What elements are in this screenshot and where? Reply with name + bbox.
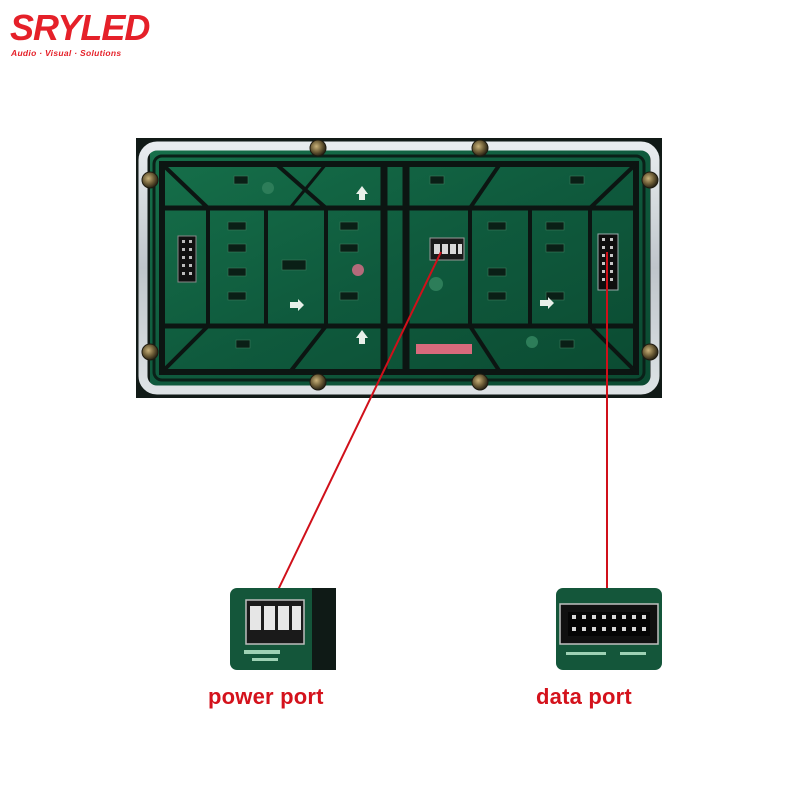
power-callout-line bbox=[277, 251, 442, 591]
plastic-grid bbox=[159, 161, 639, 375]
bezel-ring bbox=[138, 141, 660, 395]
pcb-board bbox=[150, 150, 650, 386]
led-module bbox=[136, 138, 662, 398]
data-port-label: data port bbox=[536, 684, 632, 709]
callout-lines bbox=[277, 251, 608, 591]
direction-arrows bbox=[290, 186, 554, 344]
pcb-label-strip bbox=[416, 344, 472, 354]
data-port-connector bbox=[597, 233, 619, 291]
power-port-inset bbox=[230, 588, 336, 670]
mounting-screws bbox=[141, 139, 659, 391]
power-port-label: power port bbox=[208, 684, 324, 709]
brand-logo: SRYLED Audio · Visual · Solutions bbox=[10, 7, 180, 59]
power-port-terminal bbox=[429, 237, 465, 261]
brand-name: SRYLED bbox=[10, 7, 150, 48]
module-frame bbox=[136, 138, 662, 398]
data-port-inset bbox=[556, 588, 662, 670]
left-header-connector bbox=[177, 235, 197, 283]
driver-chips bbox=[227, 175, 585, 349]
brand-tagline: Audio · Visual · Solutions bbox=[11, 48, 122, 58]
